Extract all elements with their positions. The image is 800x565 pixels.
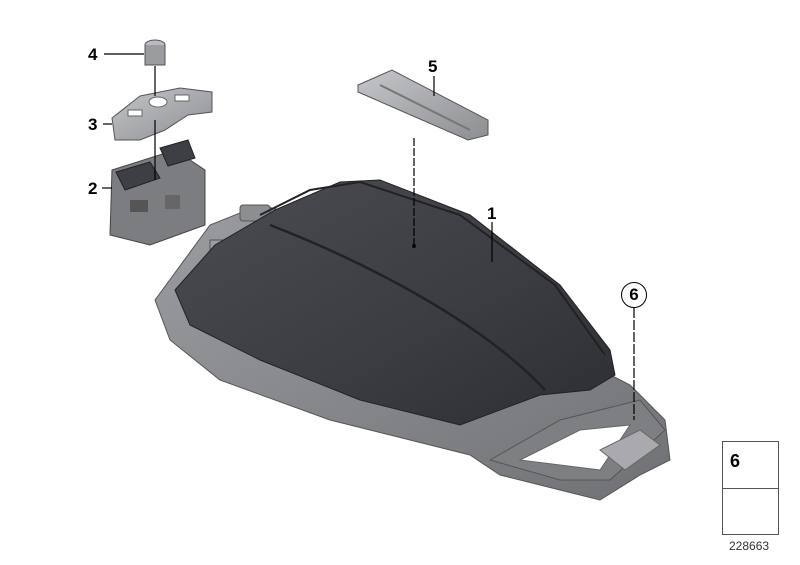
callout-1: 1 <box>487 204 497 223</box>
part-5-trim-strip <box>357 69 489 141</box>
part-2-switch-unit <box>109 139 206 246</box>
part-3-trim-bracket <box>111 87 213 141</box>
legend-item-row: 6 <box>723 442 778 489</box>
legend-item-number: 6 <box>730 451 741 471</box>
callout-3: 3 <box>88 115 98 134</box>
diagram-number: 228663 <box>729 539 770 553</box>
callout-2: 2 <box>88 179 98 198</box>
callout-4: 4 <box>88 45 98 64</box>
part-4-cap <box>144 39 166 66</box>
callout-5: 5 <box>428 57 438 76</box>
part-1-armrest-lid <box>174 179 616 426</box>
legend-box: 6 <box>722 441 779 535</box>
leader-lines <box>102 53 635 420</box>
callout-6-circled: 6 <box>621 282 647 308</box>
